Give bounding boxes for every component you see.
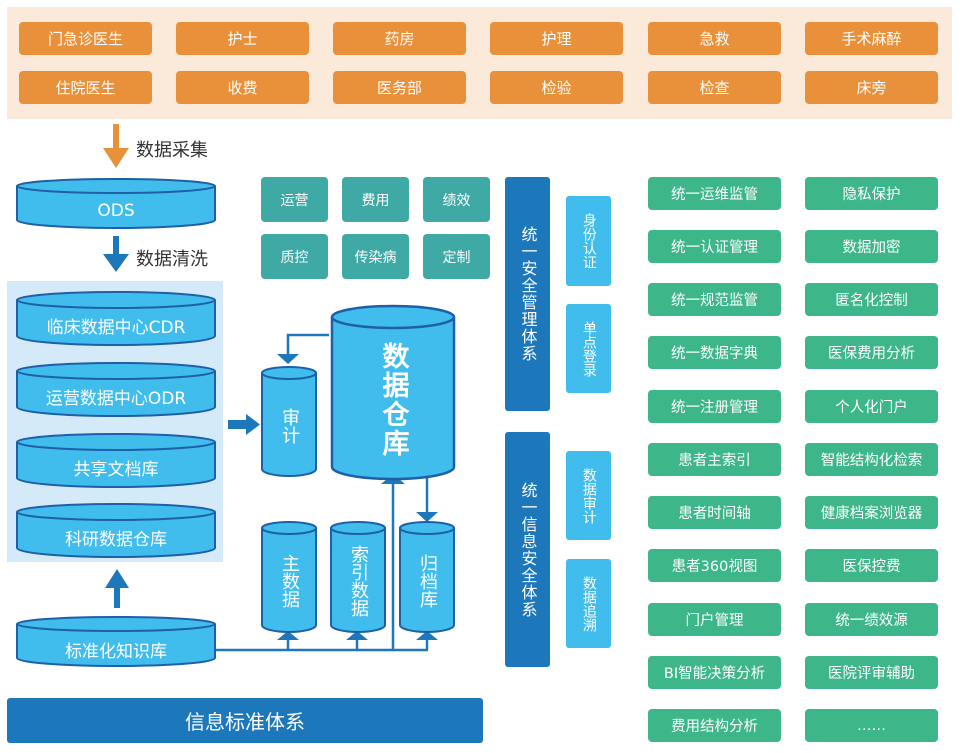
data-trace-button[interactable]: 数据追溯 bbox=[566, 559, 611, 648]
app-data-dictionary[interactable]: 统一数据字典 bbox=[648, 336, 781, 369]
source-pharmacy[interactable]: 药房 bbox=[333, 22, 466, 55]
single-sign-on-button[interactable]: 单点登录 bbox=[566, 304, 611, 393]
source-examination[interactable]: 检查 bbox=[648, 71, 781, 104]
index-data-label: 索引数据 bbox=[348, 544, 369, 617]
app-hospital-review-assist[interactable]: 医院评审辅助 bbox=[805, 656, 938, 689]
app-auth-management[interactable]: 统一认证管理 bbox=[648, 230, 781, 263]
cdr-label: 临床数据中心CDR bbox=[46, 317, 186, 338]
app-personal-portal[interactable]: 个人化门户 bbox=[805, 390, 938, 423]
knowledge-base-label: 标准化知识库 bbox=[65, 641, 167, 662]
knowledge-up-arrow-icon bbox=[105, 569, 129, 608]
topic-performance[interactable]: 绩效 bbox=[423, 177, 490, 222]
source-surgery-anesthesia[interactable]: 手术麻醉 bbox=[805, 22, 938, 55]
ods-cylinder-icon bbox=[16, 178, 216, 229]
app-portal-management[interactable]: 门户管理 bbox=[648, 603, 781, 636]
topic-quality-control[interactable]: 质控 bbox=[261, 234, 328, 279]
source-medical-affairs[interactable]: 医务部 bbox=[333, 71, 466, 104]
ods-label: ODS bbox=[97, 201, 135, 221]
data-cleaning-label: 数据清洗 bbox=[136, 249, 208, 270]
data-sources-panel bbox=[7, 7, 952, 119]
archive-label: 归档库 bbox=[417, 553, 438, 608]
shared-docs-label: 共享文档库 bbox=[73, 459, 159, 480]
collect-arrow-icon bbox=[103, 124, 129, 168]
topic-cost[interactable]: 费用 bbox=[342, 177, 409, 222]
app-ops-monitoring[interactable]: 统一运维监管 bbox=[648, 177, 781, 210]
cdr-cylinder-icon bbox=[16, 291, 216, 346]
app-registration-management[interactable]: 统一注册管理 bbox=[648, 390, 781, 423]
master-data-cylinder-icon bbox=[261, 521, 317, 633]
shared-docs-cylinder-icon bbox=[16, 433, 216, 488]
app-insurance-cost-analysis[interactable]: 医保费用分析 bbox=[805, 336, 938, 369]
source-billing[interactable]: 收费 bbox=[176, 71, 309, 104]
data-warehouse-label: 数据仓库 bbox=[377, 342, 409, 458]
source-inpatient-doctor[interactable]: 住院医生 bbox=[19, 71, 152, 104]
app-more[interactable]: …… bbox=[805, 709, 938, 742]
source-emergency[interactable]: 急救 bbox=[648, 22, 781, 55]
information-standards-system[interactable]: 信息标准体系 bbox=[7, 698, 483, 743]
topic-infectious-disease[interactable]: 传染病 bbox=[342, 234, 409, 279]
odr-label: 运营数据中心ODR bbox=[45, 388, 187, 409]
source-nurse[interactable]: 护士 bbox=[176, 22, 309, 55]
app-anonymization-control[interactable]: 匿名化控制 bbox=[805, 283, 938, 316]
app-health-record-browser[interactable]: 健康档案浏览器 bbox=[805, 496, 938, 529]
app-structured-search[interactable]: 智能结构化检索 bbox=[805, 443, 938, 476]
index-data-cylinder-icon bbox=[330, 521, 386, 633]
source-lab-test[interactable]: 检验 bbox=[490, 71, 623, 104]
app-cost-structure-analysis[interactable]: 费用结构分析 bbox=[648, 709, 781, 742]
app-bi-decision-analysis[interactable]: BI智能决策分析 bbox=[648, 656, 781, 689]
data-audit-button[interactable]: 数据审计 bbox=[566, 451, 611, 540]
app-performance-source[interactable]: 统一绩效源 bbox=[805, 603, 938, 636]
app-insurance-cost-control[interactable]: 医保控费 bbox=[805, 549, 938, 582]
clean-arrow-icon bbox=[103, 236, 129, 272]
security-management-system[interactable]: 统一安全管理体系 bbox=[505, 177, 550, 411]
odr-cylinder-icon bbox=[16, 362, 216, 417]
app-standards-monitoring[interactable]: 统一规范监管 bbox=[648, 283, 781, 316]
research-warehouse-label: 科研数据仓库 bbox=[65, 529, 167, 550]
data-warehouse-cylinder-icon bbox=[330, 304, 456, 481]
source-nursing[interactable]: 护理 bbox=[490, 22, 623, 55]
master-data-label: 主数据 bbox=[279, 553, 300, 608]
source-outpatient-doctor[interactable]: 门急诊医生 bbox=[19, 22, 152, 55]
source-bedside[interactable]: 床旁 bbox=[805, 71, 938, 104]
audit-label: 审计 bbox=[279, 407, 300, 444]
audit-cylinder-icon bbox=[261, 366, 317, 477]
research-warehouse-cylinder-icon bbox=[16, 503, 216, 558]
knowledge-base-cylinder-icon bbox=[16, 616, 216, 667]
app-data-encryption[interactable]: 数据加密 bbox=[805, 230, 938, 263]
identity-auth-button[interactable]: 身份认证 bbox=[566, 196, 611, 286]
app-privacy-protection[interactable]: 隐私保护 bbox=[805, 177, 938, 210]
app-patient-master-index[interactable]: 患者主索引 bbox=[648, 443, 781, 476]
information-security-system[interactable]: 统一信息安全体系 bbox=[505, 432, 550, 667]
app-patient-timeline[interactable]: 患者时间轴 bbox=[648, 496, 781, 529]
archive-cylinder-icon bbox=[399, 521, 455, 633]
warehouse-connectors bbox=[216, 333, 438, 652]
topic-custom[interactable]: 定制 bbox=[423, 234, 490, 279]
app-patient-360-view[interactable]: 患者360视图 bbox=[648, 549, 781, 582]
data-collection-label: 数据采集 bbox=[136, 140, 208, 161]
topic-operations[interactable]: 运营 bbox=[261, 177, 328, 222]
